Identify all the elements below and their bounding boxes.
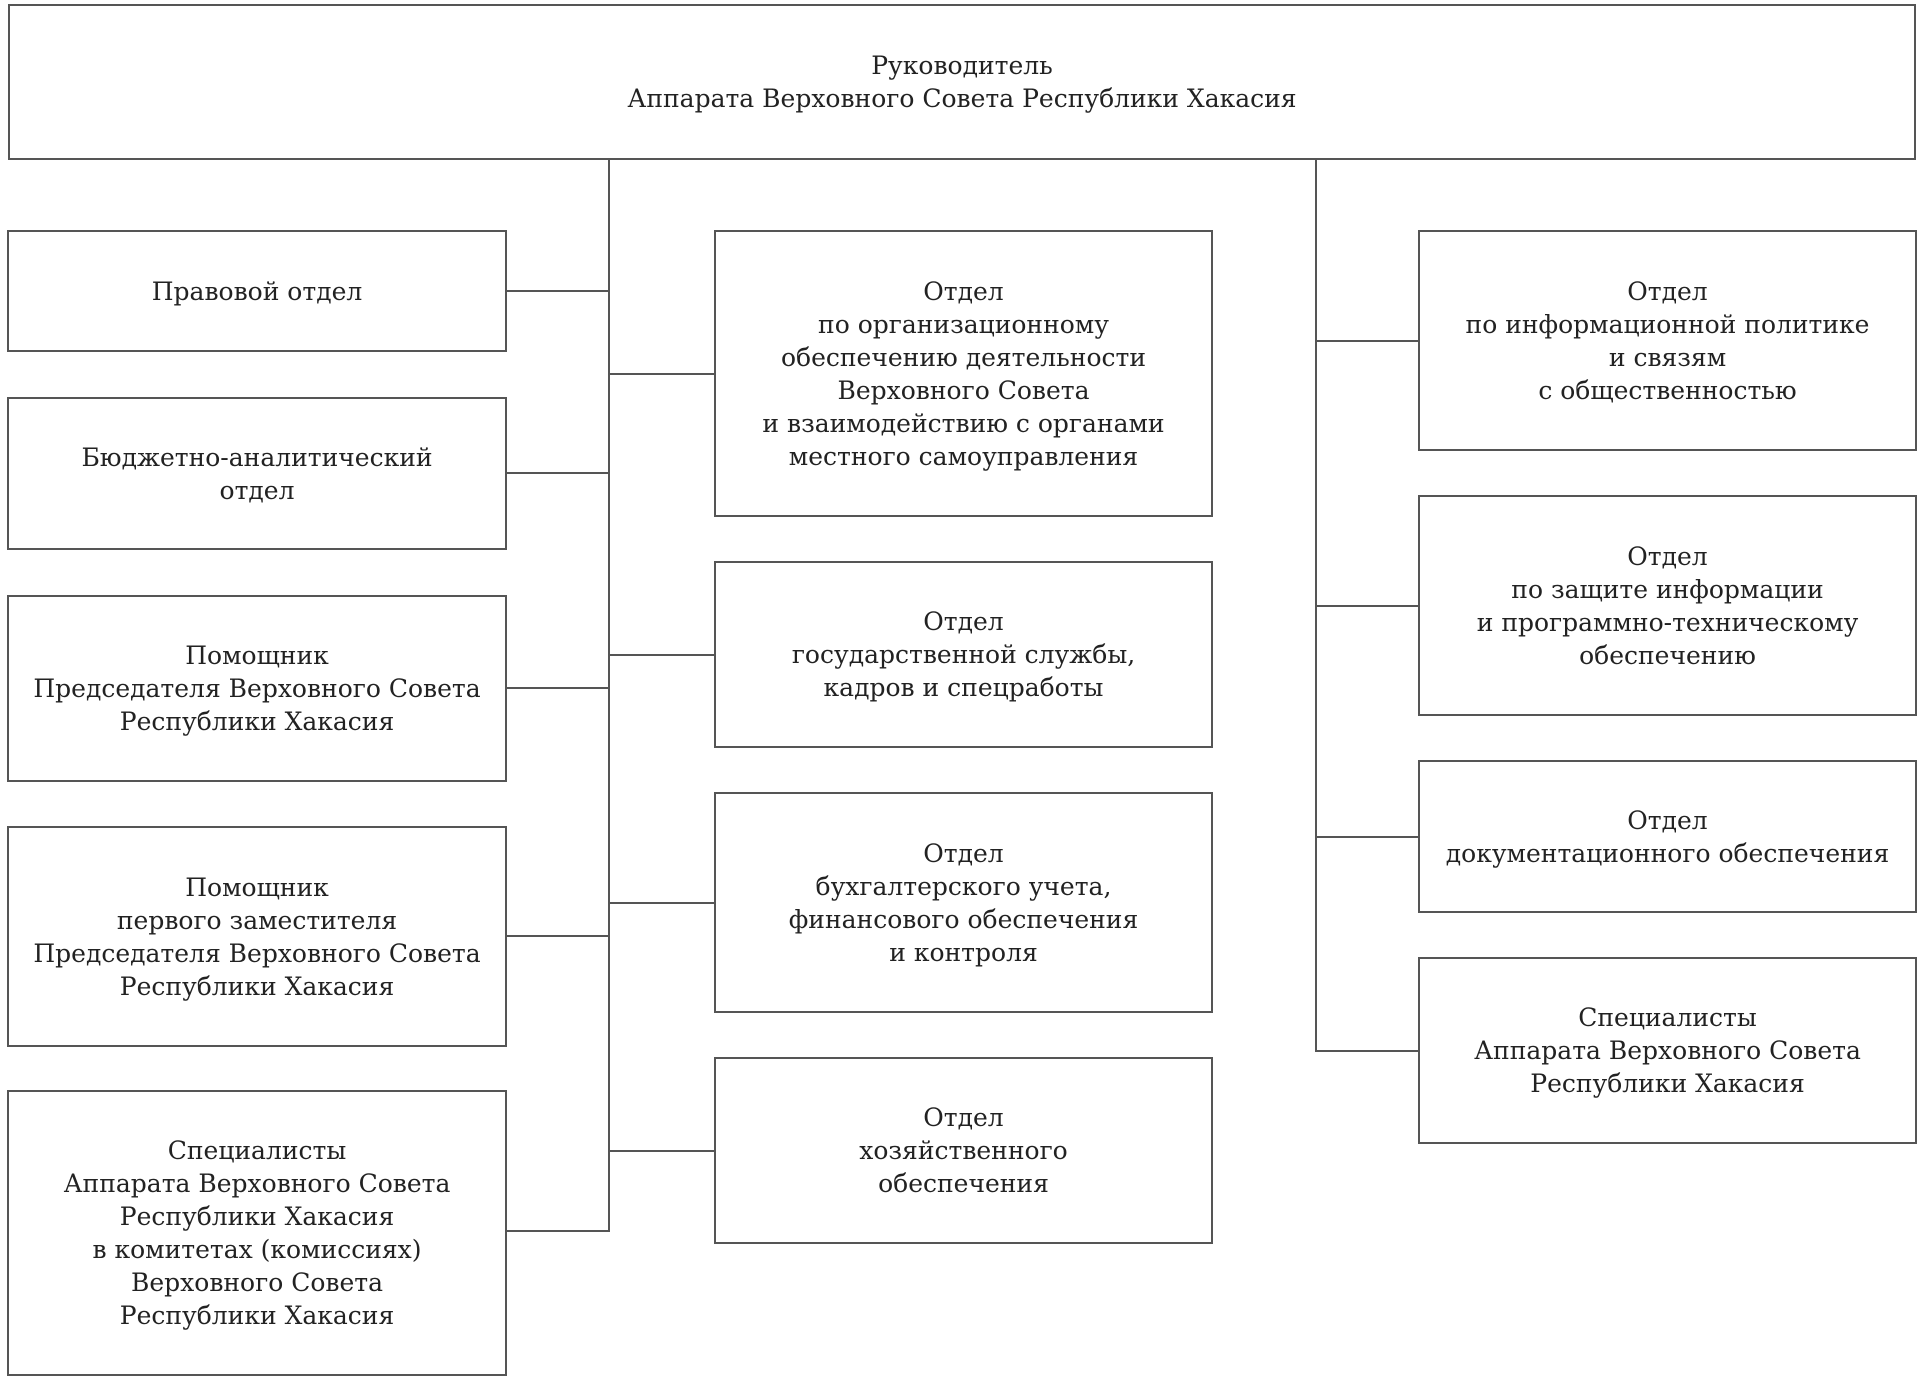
information-policy-department-box: Отдел по информационной политике и связя… xyxy=(1418,230,1917,451)
box-label: Помощник Председателя Верховного Совета … xyxy=(33,641,481,736)
head-box: Руководитель Аппарата Верховного Совета … xyxy=(8,4,1916,160)
box-label: Специалисты Аппарата Верховного Совета Р… xyxy=(1474,1003,1861,1098)
committee-specialists-box: Специалисты Аппарата Верховного Совета Р… xyxy=(7,1090,507,1376)
connector-line xyxy=(609,373,714,375)
box-label: Отдел по организационному обеспечению де… xyxy=(762,276,1165,471)
box-label: Правовой отдел xyxy=(151,276,363,306)
connector-line xyxy=(1316,836,1418,838)
documentation-department-box: Отдел документационного обеспечения xyxy=(1418,760,1917,913)
connector-line xyxy=(1316,605,1418,607)
connector-line xyxy=(507,290,609,292)
connector-line xyxy=(608,160,610,1232)
budget-analytical-department-box: Бюджетно-аналитический отдел xyxy=(7,397,507,550)
box-label: Специалисты Аппарата Верховного Совета Р… xyxy=(63,1136,451,1330)
connector-line xyxy=(609,654,714,656)
box-label: Отдел по защите информации и программно-… xyxy=(1476,541,1859,670)
box-label: Бюджетно-аналитический отдел xyxy=(81,442,433,505)
connector-line xyxy=(507,472,609,474)
apparatus-specialists-box: Специалисты Аппарата Верховного Совета Р… xyxy=(1418,957,1917,1144)
first-deputy-assistant-box: Помощник первого заместителя Председател… xyxy=(7,826,507,1047)
connector-line xyxy=(1316,1050,1418,1052)
economic-support-department-box: Отдел хозяйственного обеспечения xyxy=(714,1057,1213,1244)
civil-service-department-box: Отдел государственной службы, кадров и с… xyxy=(714,561,1213,748)
legal-department-box: Правовой отдел xyxy=(7,230,507,352)
connector-line xyxy=(507,935,609,937)
information-protection-department-box: Отдел по защите информации и программно-… xyxy=(1418,495,1917,716)
box-label: Помощник первого заместителя Председател… xyxy=(33,872,481,1001)
accounting-department-box: Отдел бухгалтерского учета, финансового … xyxy=(714,792,1213,1013)
box-label: Отдел бухгалтерского учета, финансового … xyxy=(788,838,1139,967)
box-label: Отдел документационного обеспечения xyxy=(1445,805,1890,868)
connector-line xyxy=(507,687,609,689)
connector-line xyxy=(609,1150,714,1152)
organizational-support-department-box: Отдел по организационному обеспечению де… xyxy=(714,230,1213,517)
connector-line xyxy=(1316,340,1418,342)
box-label: Отдел по информационной политике и связя… xyxy=(1465,276,1870,405)
connector-line xyxy=(609,902,714,904)
head-label: Руководитель Аппарата Верховного Совета … xyxy=(627,51,1297,113)
box-label: Отдел государственной службы, кадров и с… xyxy=(791,607,1136,702)
box-label: Отдел хозяйственного обеспечения xyxy=(859,1103,1068,1198)
chairman-assistant-box: Помощник Председателя Верховного Совета … xyxy=(7,595,507,782)
connector-line xyxy=(507,1230,609,1232)
